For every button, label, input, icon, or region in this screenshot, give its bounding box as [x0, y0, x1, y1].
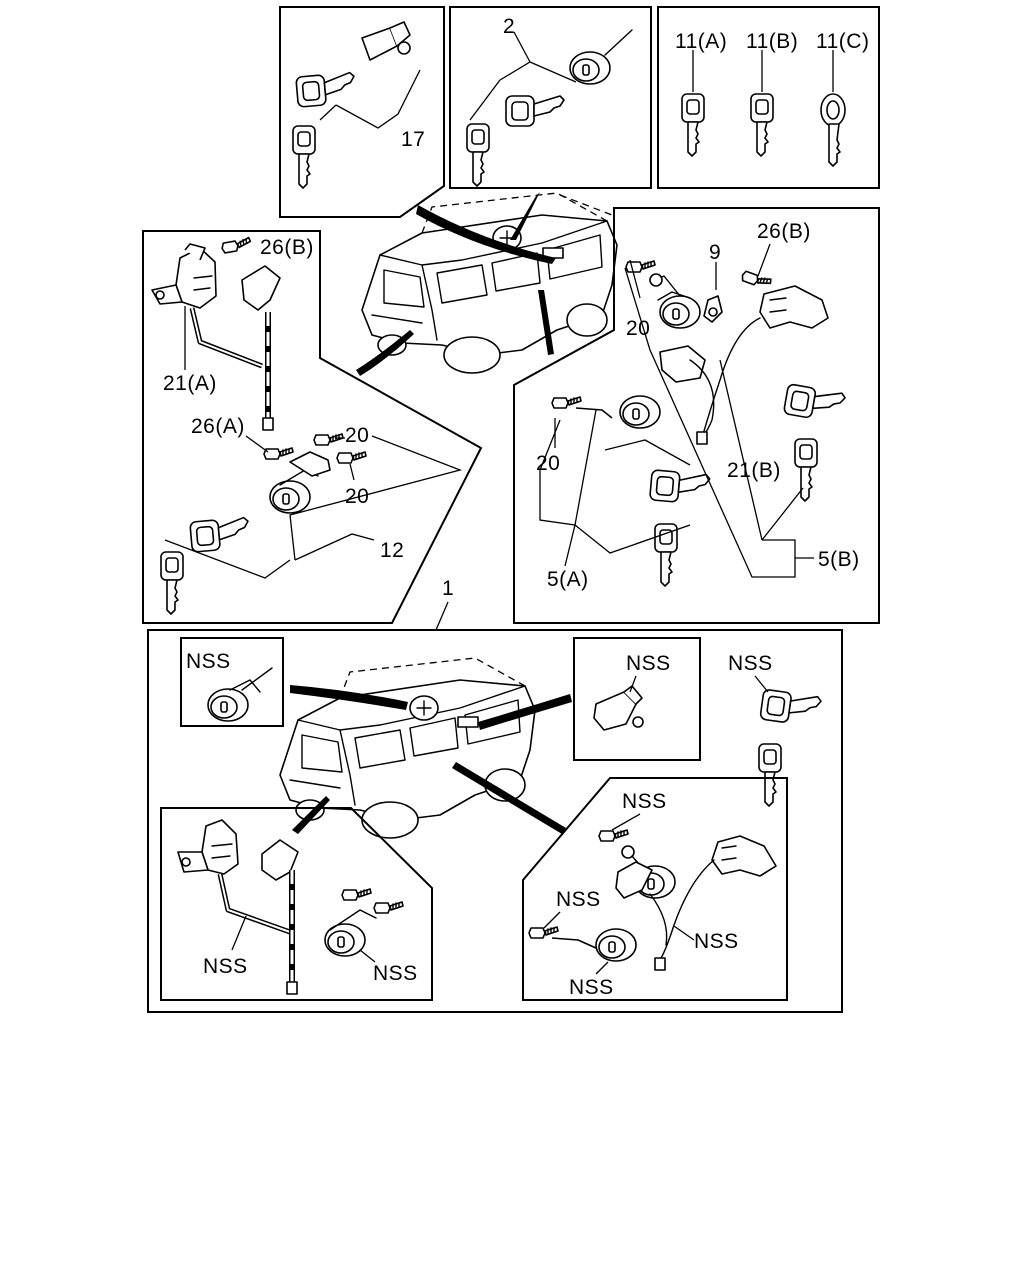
nss-label-1: NSS — [186, 650, 231, 673]
callout-20-right-top: 20 — [626, 317, 650, 340]
panel-keys-11: 11(A) 11(B) 11(C) — [657, 6, 880, 189]
callout-9: 9 — [709, 241, 721, 264]
callout-2: 2 — [503, 15, 515, 38]
callout-17: 17 — [401, 128, 425, 151]
panel-right-doors: 9 26(B) 20 20 5(A) 21(B) 5(B) — [513, 207, 880, 624]
nss-label-8: NSS — [694, 930, 739, 953]
nss-label-9: NSS — [569, 976, 614, 999]
callout-1: 1 — [442, 577, 454, 600]
nss-label-7: NSS — [556, 888, 601, 911]
callout-5b: 5(B) — [818, 548, 860, 571]
callout-26b-right: 26(B) — [757, 220, 811, 243]
callout-12: 12 — [380, 539, 404, 562]
callout-5a: 5(A) — [547, 568, 589, 591]
callout-20-left-top: 20 — [345, 424, 369, 447]
nss-label-4: NSS — [203, 955, 248, 978]
callout-11b: 11(B) — [746, 30, 798, 53]
nss-label-2: NSS — [626, 652, 671, 675]
nss-label-3: NSS — [728, 652, 773, 675]
nss-label-6: NSS — [622, 790, 667, 813]
vehicle-upper — [356, 192, 618, 376]
callout-21b: 21(B) — [727, 459, 781, 482]
assembly-1: 1 NSS NSS NSS — [147, 577, 843, 1013]
panel-key-set-17: 17 — [279, 6, 445, 218]
callout-11a: 11(A) — [675, 30, 727, 53]
callout-26b-left: 26(B) — [260, 236, 314, 259]
callout-20-right-mid: 20 — [536, 452, 560, 475]
callout-20-left-mid: 20 — [345, 485, 369, 508]
callout-11c: 11(C) — [816, 30, 869, 53]
panel-key-set-2: 2 — [449, 6, 652, 189]
nss-label-5: NSS — [373, 962, 418, 985]
panel-left-tailgate: 21(A) 26(B) 26(A) 20 20 12 — [142, 230, 483, 624]
callout-21a: 21(A) — [163, 372, 217, 395]
callout-26a: 26(A) — [191, 415, 245, 438]
